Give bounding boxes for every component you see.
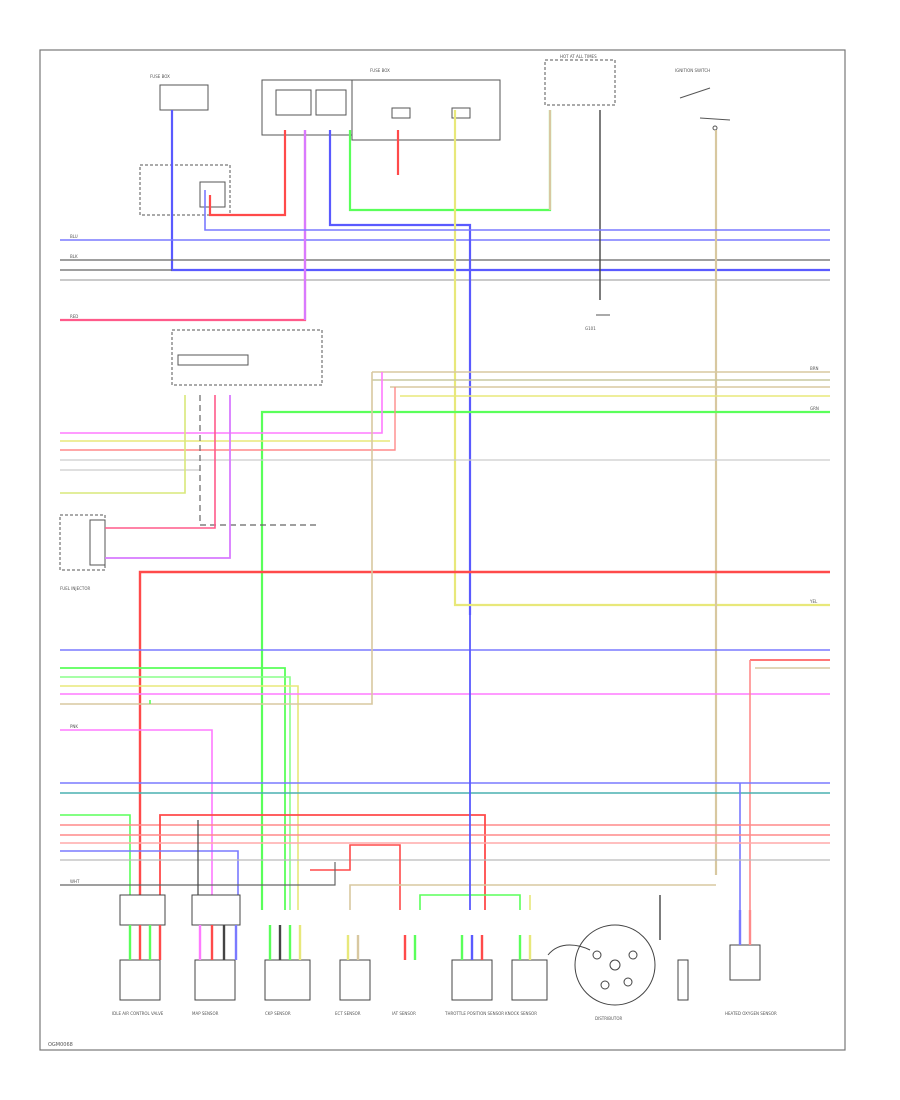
wire-label-grn: GRN <box>810 406 819 411</box>
component-stubs <box>128 910 752 960</box>
wire-blue-top <box>170 110 830 272</box>
wire-black-top <box>328 130 472 615</box>
wire-blue-ign <box>204 190 830 231</box>
wire-red-top <box>208 130 287 217</box>
component-box-1 <box>119 959 161 1001</box>
label-comp-2: MAP SENSOR <box>192 1011 219 1016</box>
wire-red-l2 <box>159 814 486 910</box>
wire-red-l5 <box>310 844 401 910</box>
wire-yellowgreen <box>60 395 186 494</box>
wire-green-low1 <box>60 667 286 910</box>
component-box-7 <box>729 944 761 981</box>
component-box-4 <box>339 959 371 1001</box>
component-box-3 <box>264 959 311 1001</box>
wire-label-blu: BLU <box>70 234 78 239</box>
label-fuse-box-left: FUSE BOX <box>150 74 170 79</box>
label-comp-6: THROTTLE POSITION SENSOR <box>444 1011 504 1016</box>
wire-connector-1 <box>199 395 320 526</box>
wire-pink-top <box>60 130 307 322</box>
label-comp-3: CKP SENSOR <box>265 1011 291 1016</box>
wire-red-conn <box>105 395 216 529</box>
wire-label-yel: YEL <box>809 599 818 604</box>
bottom-components <box>119 894 761 1006</box>
wire-label-red: RED <box>70 314 78 319</box>
wire-green-l <box>60 814 131 910</box>
label-distributor: DISTRIBUTOR <box>595 1016 622 1021</box>
label-comp-7: KNOCK SENSOR <box>505 1011 537 1016</box>
wire-yellow-top <box>453 110 830 607</box>
label-power: HOT AT ALL TIMES <box>560 54 597 59</box>
wire-label-blk: BLK <box>70 254 78 259</box>
wire-green-mid <box>260 410 830 910</box>
wire-black-l <box>60 862 336 886</box>
label-comp-8: FUEL INJECTOR <box>60 586 91 591</box>
wire-label-wht: WHT <box>70 879 80 884</box>
connector-1 <box>119 894 166 926</box>
connector-2 <box>191 894 241 926</box>
wire-labels: BLU BLK RED GRN YEL WHT PNK BRN <box>70 234 819 884</box>
label-fuse-box-center: FUSE BOX <box>370 68 390 73</box>
wire-tan-l <box>349 884 716 910</box>
wire-pink-conn <box>105 395 231 559</box>
wires <box>60 110 830 940</box>
wire-blue-l <box>60 850 239 910</box>
wire-label-brn: BRN <box>810 366 819 371</box>
wire-pink-mid <box>60 372 383 434</box>
wire-label-pnk: PNK <box>70 724 78 729</box>
footer-code: OGM0068 <box>48 1042 73 1048</box>
top-components <box>59 59 731 571</box>
label-comp-4: ECT SENSOR <box>335 1011 361 1016</box>
wire-red-main <box>138 570 830 910</box>
label-ignition: IGNITION SWITCH <box>675 68 710 73</box>
wire-pink-low2 <box>60 729 213 910</box>
component-labels: FUSE BOX FUSE BOX HOT AT ALL TIMES IGNIT… <box>60 54 777 1021</box>
wire-green-low2 <box>60 676 291 910</box>
label-comp-5: IAT SENSOR <box>392 1011 416 1016</box>
wire-tan-mid <box>60 387 396 451</box>
label-comp-9: HEATED OXYGEN SENSOR <box>725 1011 777 1016</box>
label-ground: G101 <box>585 326 596 331</box>
diagram-border <box>39 49 846 1051</box>
component-box-6 <box>511 959 548 1001</box>
wire-green-top <box>348 110 552 212</box>
label-comp-1: IDLE AIR CONTROL VALVE <box>112 1011 164 1016</box>
component-box-5 <box>451 959 493 1001</box>
component-box-2 <box>194 959 236 1001</box>
wire-tan-low <box>60 372 373 705</box>
